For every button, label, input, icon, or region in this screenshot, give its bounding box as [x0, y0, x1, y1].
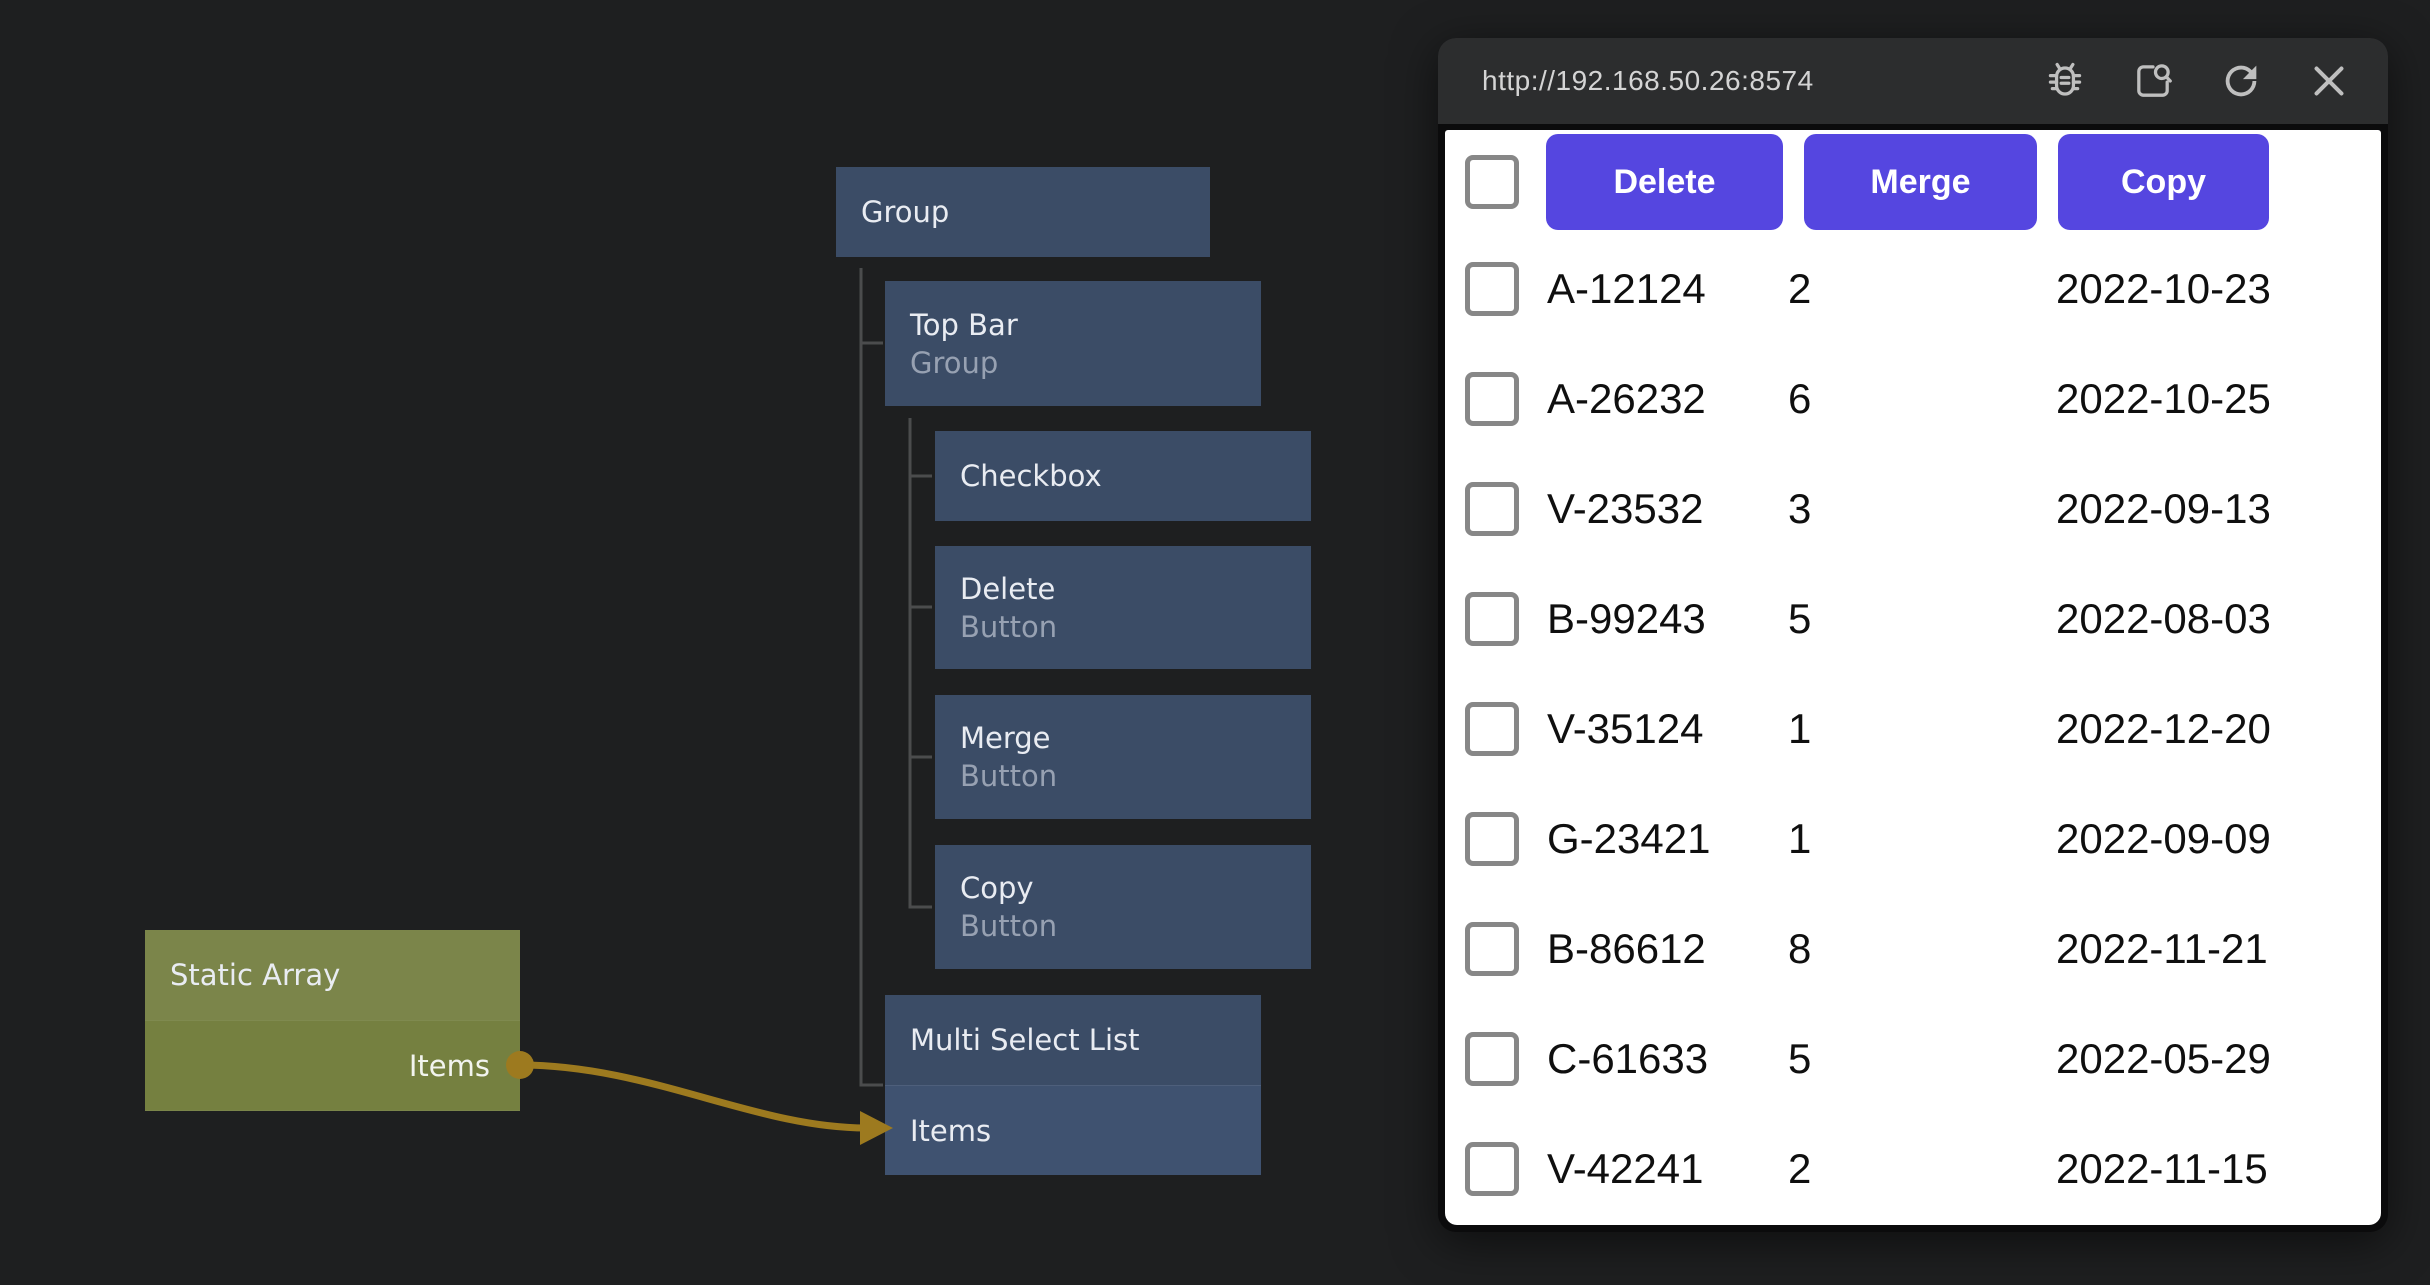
node-group[interactable]: Group	[836, 167, 1210, 257]
port-label: Items	[408, 1048, 490, 1083]
row-id: B-99243	[1547, 595, 1706, 642]
row-id: A-26232	[1547, 375, 1706, 422]
row-id: G-23421	[1547, 815, 1711, 862]
row-checkbox[interactable]	[1465, 922, 1519, 976]
preview-page: Delete Merge Copy A-12124 2 2022-10-23 A…	[1445, 130, 2381, 1225]
node-top-bar[interactable]: Top Bar Group	[885, 281, 1261, 406]
row-qty: 2	[1788, 265, 1812, 312]
row-id: V-23532	[1547, 485, 1704, 532]
row-id: A-12124	[1547, 265, 1706, 312]
preview-window: http://192.168.50.26:8574	[1438, 38, 2388, 1232]
row-checkbox[interactable]	[1465, 1032, 1519, 1086]
node-title: Checkbox	[960, 459, 1102, 493]
row-qty: 1	[1788, 815, 1812, 862]
row-date: 2022-12-20	[2056, 705, 2271, 752]
table-toolbar: Delete Merge Copy	[1445, 130, 2381, 234]
node-title: Static Array	[170, 958, 341, 992]
titlebar-icons	[2042, 58, 2352, 104]
node-static-array[interactable]: Static Array Items	[145, 930, 520, 1111]
node-title: Multi Select List	[910, 1023, 1140, 1057]
node-copy-button[interactable]: Copy Button	[935, 845, 1311, 969]
node-title: Delete	[960, 571, 1056, 606]
row-date: 2022-09-09	[2056, 815, 2271, 862]
row-checkbox[interactable]	[1465, 262, 1519, 316]
address-bar[interactable]: http://192.168.50.26:8574	[1482, 65, 1814, 96]
items-output-port-row[interactable]: Items	[145, 1020, 520, 1110]
node-subtitle: Button	[960, 609, 1058, 644]
table-row: A-12124 2 2022-10-23	[1445, 234, 2381, 344]
row-checkbox[interactable]	[1465, 1142, 1519, 1196]
row-checkbox[interactable]	[1465, 702, 1519, 756]
row-id: C-61633	[1547, 1035, 1709, 1082]
row-date: 2022-11-15	[2056, 1145, 2268, 1192]
connection-wire[interactable]	[506, 1051, 893, 1145]
row-checkbox[interactable]	[1465, 592, 1519, 646]
row-qty: 5	[1788, 1035, 1812, 1082]
table-row: V-23532 3 2022-09-13	[1445, 454, 2381, 564]
refresh-icon[interactable]	[2218, 58, 2264, 104]
row-date: 2022-08-03	[2056, 595, 2271, 642]
node-title: Merge	[960, 721, 1051, 755]
close-icon[interactable]	[2306, 58, 2352, 104]
table-row: C-61633 5 2022-05-29	[1445, 1004, 2381, 1114]
row-qty: 5	[1788, 595, 1812, 642]
preview-titlebar: http://192.168.50.26:8574	[1438, 38, 2388, 124]
copy-button[interactable]: Copy	[2058, 134, 2269, 230]
row-checkbox[interactable]	[1465, 372, 1519, 426]
table-row: B-86612 8 2022-11-21	[1445, 894, 2381, 1004]
port-label: Items	[910, 1113, 992, 1148]
row-qty: 6	[1788, 375, 1812, 422]
row-date: 2022-11-21	[2056, 925, 2268, 972]
merge-button[interactable]: Merge	[1804, 134, 2037, 230]
table-row: A-26232 6 2022-10-25	[1445, 344, 2381, 454]
row-date: 2022-10-23	[2056, 265, 2271, 312]
row-qty: 2	[1788, 1145, 1812, 1192]
table-row: V-35124 1 2022-12-20	[1445, 674, 2381, 784]
row-date: 2022-10-25	[2056, 375, 2271, 422]
node-merge-button[interactable]: Merge Button	[935, 695, 1311, 819]
row-date: 2022-09-13	[2056, 485, 2271, 532]
table-row: B-99243 5 2022-08-03	[1445, 564, 2381, 674]
delete-button[interactable]: Delete	[1546, 134, 1783, 230]
node-subtitle: Group	[910, 345, 999, 380]
row-qty: 3	[1788, 485, 1812, 532]
node-subtitle: Button	[960, 759, 1058, 793]
node-title: Copy	[960, 871, 1034, 905]
table-row: G-23421 1 2022-09-09	[1445, 784, 2381, 894]
node-subtitle: Button	[960, 909, 1058, 943]
select-all-checkbox[interactable]	[1465, 155, 1519, 209]
node-delete-button[interactable]: Delete Button	[935, 546, 1311, 669]
row-checkbox[interactable]	[1465, 812, 1519, 866]
node-multi-select-list[interactable]: Multi Select List Items	[885, 995, 1261, 1175]
row-qty: 1	[1788, 705, 1812, 752]
row-checkbox[interactable]	[1465, 482, 1519, 536]
bug-icon[interactable]	[2042, 58, 2088, 104]
row-date: 2022-05-29	[2056, 1035, 2271, 1082]
row-id: V-35124	[1547, 705, 1704, 752]
items-input-port-row[interactable]: Items	[885, 1085, 1261, 1175]
table-row: V-42241 2 2022-11-15	[1445, 1114, 2381, 1224]
node-checkbox[interactable]: Checkbox	[935, 431, 1311, 521]
node-title: Top Bar	[910, 307, 1018, 342]
row-qty: 8	[1788, 925, 1812, 972]
inspect-icon[interactable]	[2130, 58, 2176, 104]
node-title: Group	[861, 195, 950, 229]
row-id: B-86612	[1547, 925, 1706, 972]
row-id: V-42241	[1547, 1145, 1704, 1192]
